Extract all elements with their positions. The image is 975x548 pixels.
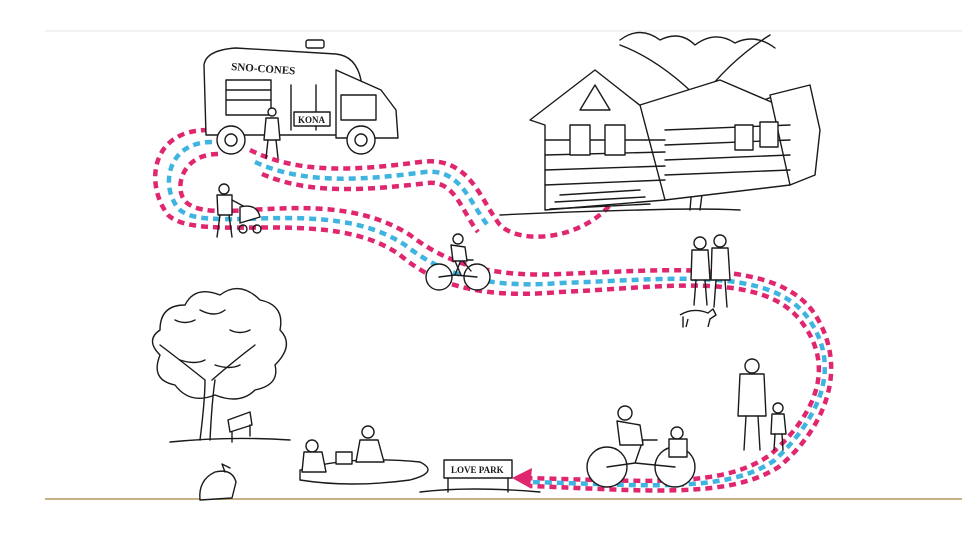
park-tree: [151, 287, 291, 443]
route-path-pink-inner: [178, 151, 834, 493]
cyclist-with-child: [586, 405, 696, 488]
love-park-sign: LOVE PARK: [419, 459, 541, 493]
route-path-pink-outer: [153, 127, 822, 484]
sno-cone-truck: SNO-CONES KONA: [203, 39, 399, 159]
route-path-house-loop-pink2: [261, 171, 480, 234]
park-sign-text: LOVE PARK: [451, 465, 504, 475]
route-path-house-loop: [248, 147, 612, 239]
truck-sign: SNO-CONES: [231, 61, 296, 77]
sitting-dog: [199, 463, 237, 501]
route-arrowhead: [512, 468, 532, 488]
person-with-stroller: [216, 183, 262, 238]
bungalow-house: [499, 31, 821, 216]
picnic-couple: [299, 425, 429, 485]
park-bench: [227, 411, 253, 443]
route-paths: [153, 127, 834, 493]
route-path-house-loop-blue: [254, 159, 492, 230]
couple-walking-dog: [679, 234, 731, 328]
parent-with-child: [737, 358, 787, 451]
cyclist-middle: [425, 233, 491, 291]
route-path-blue: [166, 139, 827, 488]
truck-side-sign: KONA: [298, 115, 326, 125]
